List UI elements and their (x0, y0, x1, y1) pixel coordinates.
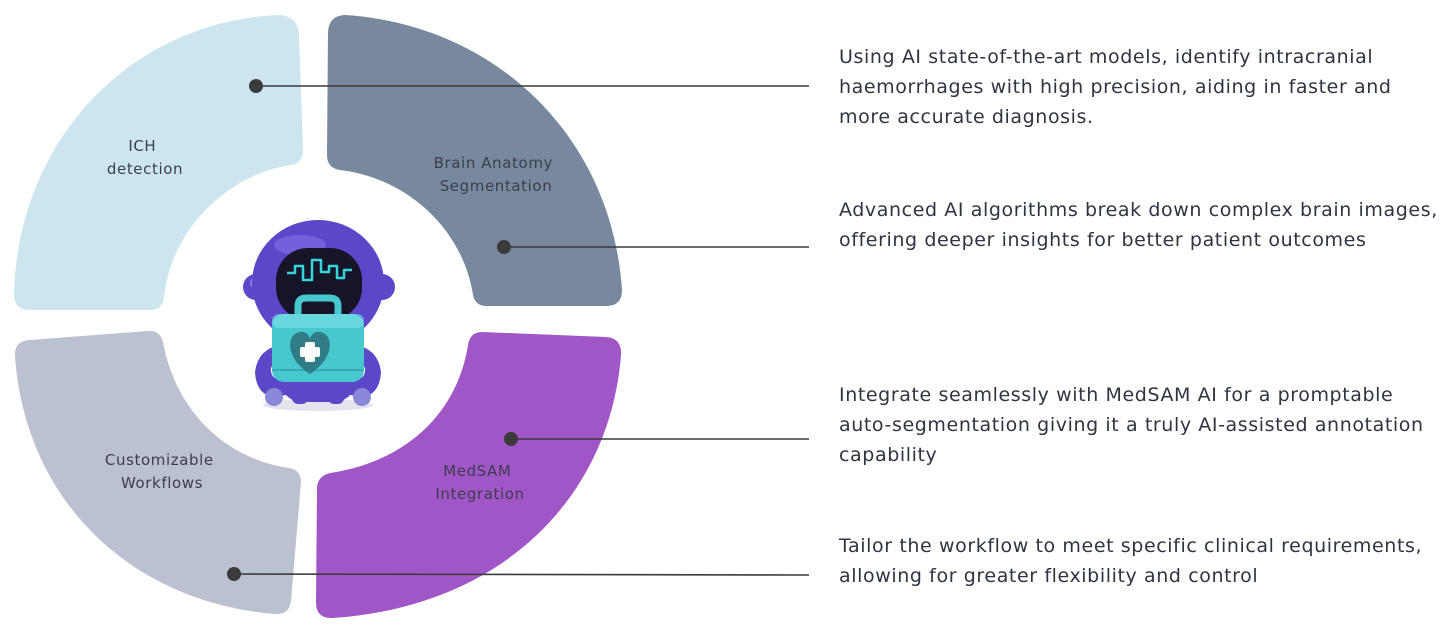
connector-dot-ich (249, 79, 263, 93)
label-workflows-line-1: Customizable (105, 451, 214, 469)
label-brain: Brain Anatomy Segmentation (434, 154, 559, 195)
description-ich-detection: Using AI state-of-the-art models, identi… (839, 46, 1392, 128)
description-customizable-workflows: Tailor the workflow to meet specific cli… (839, 535, 1423, 587)
label-medsam-line-2: Integration (435, 485, 524, 503)
label-ich: ICH detection (107, 137, 183, 178)
label-brain-line-1: Brain Anatomy (434, 154, 553, 172)
label-medsam: MedSAM Integration (435, 462, 524, 503)
connector-medsam (504, 432, 809, 446)
label-medsam-line-1: MedSAM (443, 462, 511, 480)
label-ich-line-2: detection (107, 160, 183, 178)
segment-customizable-workflows[interactable] (14, 330, 302, 615)
connector-line-workflows (233, 573, 810, 576)
connector-brain (497, 240, 809, 254)
connector-dot-workflows (227, 567, 241, 581)
segment-medsam-integration[interactable] (316, 332, 622, 619)
description-brain-anatomy-segmentation: Advanced AI algorithms break down comple… (839, 199, 1438, 251)
label-workflows-line-2: Workflows (121, 474, 203, 492)
robot-mascot-icon (243, 220, 395, 411)
segment-brain-anatomy-segmentation[interactable] (327, 15, 622, 306)
label-workflows: Customizable Workflows (105, 451, 219, 492)
connector-workflows (227, 567, 810, 581)
description-medsam-integration: Integrate seamlessly with MedSAM AI for … (839, 384, 1424, 466)
segment-ich-detection[interactable] (14, 15, 303, 310)
label-brain-line-2: Segmentation (440, 177, 553, 195)
connector-dot-medsam (504, 432, 518, 446)
label-ich-line-1: ICH (128, 137, 156, 155)
connector-dot-brain (497, 240, 511, 254)
connector-ich (249, 79, 809, 93)
